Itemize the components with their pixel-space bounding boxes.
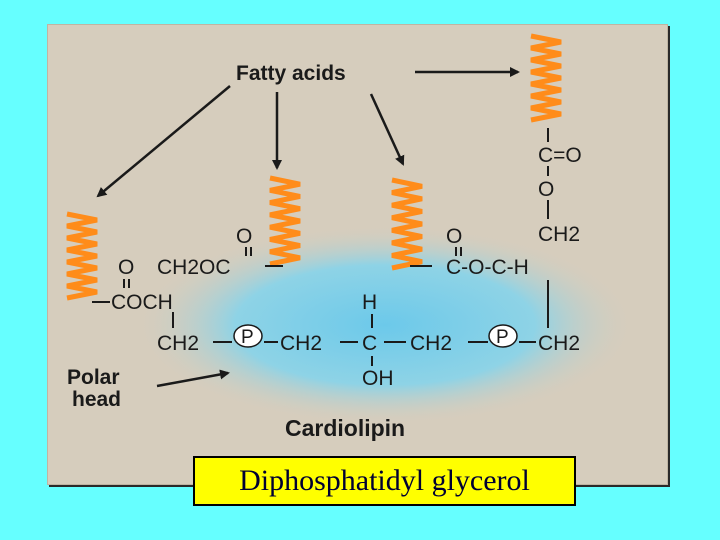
formula-center-c: C [362, 332, 377, 355]
svg-text:P: P [496, 327, 509, 348]
arrows [96, 67, 520, 388]
fatty-acid-chain-second [269, 175, 301, 267]
formula-center-oh: OH [362, 367, 394, 390]
formula-right-ester: C-O-C-H [446, 256, 529, 279]
bonds [92, 128, 549, 366]
arrow-to-third-chain [369, 93, 405, 166]
polar-head-label-line2: head [72, 388, 121, 411]
formula-right-o: O [538, 178, 554, 201]
formula-left-ch2: CH2 [157, 332, 199, 355]
formula-center-ch2-right: CH2 [410, 332, 452, 355]
formula-center-ch2-left: CH2 [280, 332, 322, 355]
formula-right-ch2: CH2 [538, 223, 580, 246]
formula-center-h: H [362, 291, 377, 314]
formula-right-o2: O [446, 225, 462, 248]
polar-head-label-line1: Polar [67, 366, 120, 389]
phosphate-left: P [233, 324, 263, 348]
arrow-to-left-chain [96, 85, 231, 198]
formula-left-mid-o: O [118, 256, 134, 279]
svg-text:P: P [241, 327, 254, 348]
phosphate-right: P [488, 324, 518, 348]
caption-box: Diphosphatidyl glycerol [193, 456, 576, 506]
fatty-acid-chain-third [391, 177, 423, 271]
formula-right-co: C=O [538, 144, 582, 167]
formula-left-coch: COCH [111, 291, 173, 314]
formula-left-top-o: O [236, 225, 252, 248]
fatty-acid-chain-top [530, 33, 562, 123]
formula-left-top-chain: CH2OC [157, 256, 231, 279]
molecule-name-label: Cardiolipin [285, 415, 405, 441]
polar-head-region [135, 225, 635, 425]
fatty-acid-chain-left [66, 211, 98, 301]
arrow-to-polar-head [156, 369, 230, 388]
formula-right-bottom-ch2: CH2 [538, 332, 580, 355]
fatty-acids-label: Fatty acids [236, 62, 346, 85]
